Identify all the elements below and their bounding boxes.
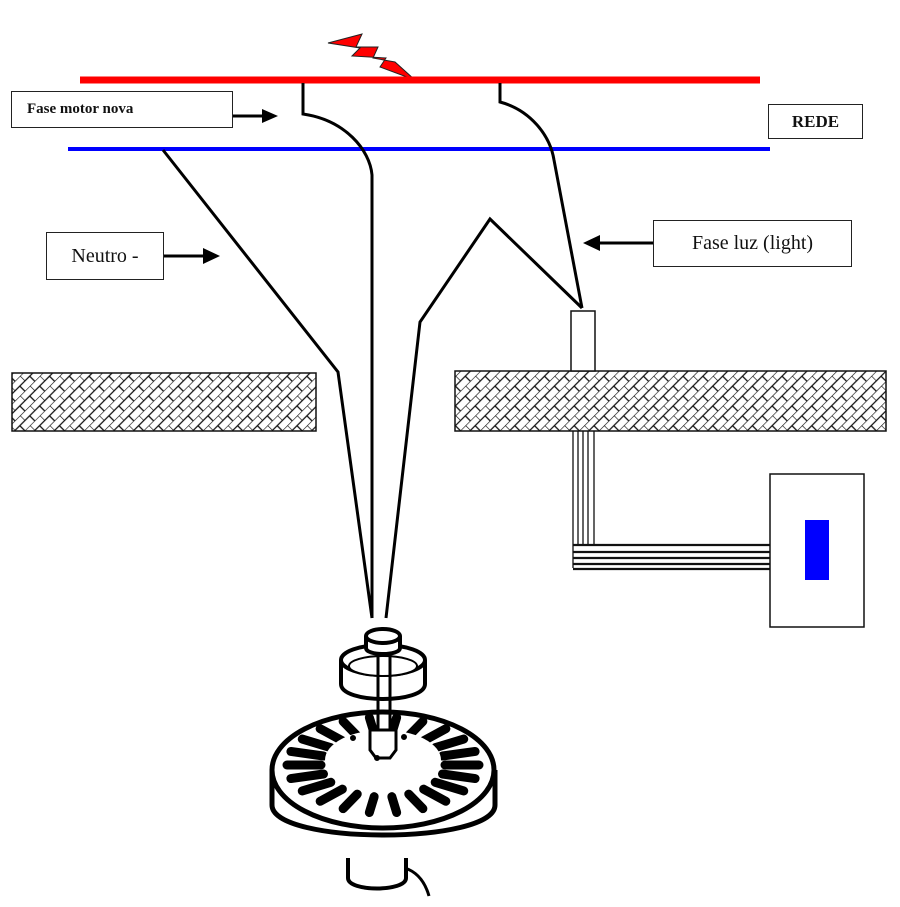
motor-phase-wire: [301, 83, 374, 618]
ceiling-slab-right: [454, 370, 887, 432]
fan-motor: [269, 627, 498, 897]
stator-slots: [282, 712, 484, 818]
stator-slot: [430, 777, 469, 796]
stator-slot: [338, 789, 362, 814]
stator-slot: [404, 716, 428, 741]
fase-motor-label: Fase motor nova: [11, 91, 233, 128]
stator-slot: [338, 716, 362, 741]
arrows: [164, 109, 653, 264]
stator-slot: [419, 784, 451, 806]
neutro-label: Neutro -: [46, 232, 164, 280]
neutral-wire: [161, 149, 374, 619]
arrow-right-icon: [164, 248, 220, 264]
light-phase-wire: [498, 83, 584, 309]
wires: [161, 83, 584, 619]
stator-slot: [297, 734, 336, 753]
stator-slot: [315, 784, 347, 806]
switch-conduit: [572, 431, 770, 571]
lightning-bolt-icon: [327, 33, 416, 81]
stator-slot: [419, 724, 451, 746]
stator-slot: [437, 769, 480, 784]
stator-slot: [286, 746, 329, 761]
stator-slot: [387, 792, 402, 818]
switch-indicator: [805, 520, 829, 580]
arrow-left-icon: [583, 235, 653, 251]
stator-slot: [437, 746, 480, 761]
junction-box: [570, 310, 596, 372]
light-return-wire: [384, 216, 584, 619]
stator-slot: [297, 777, 336, 796]
stator-slot: [430, 734, 469, 753]
rede-label: REDE: [768, 104, 863, 139]
fase-luz-label: Fase luz (light): [653, 220, 852, 267]
stator-slot: [364, 792, 379, 818]
stator-slot: [404, 789, 428, 814]
stator-slot: [286, 769, 329, 784]
stator-slot: [315, 724, 347, 746]
arrow-right-icon: [233, 109, 278, 123]
ceiling-slab-left: [11, 372, 317, 432]
